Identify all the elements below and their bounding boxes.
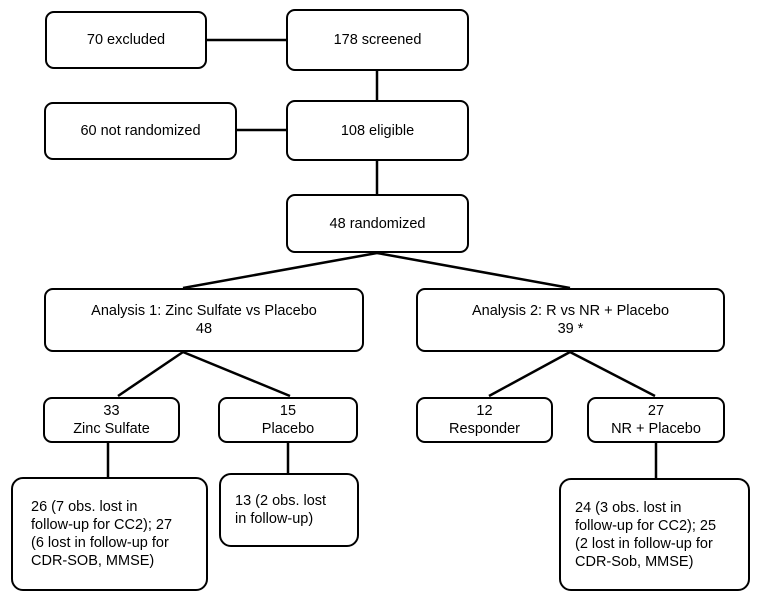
not-randomized-text: 60 not randomized (80, 123, 201, 139)
responder-count: 12 (476, 403, 493, 419)
zinc-sulfate-count: 33 (103, 403, 120, 419)
analysis1-box: Analysis 1: Zinc Sulfate vs Placebo 48 (44, 288, 364, 352)
placebo-followup-line: in follow-up) (235, 511, 314, 527)
randomized-text: 48 randomized (329, 215, 426, 232)
placebo-label: Placebo (261, 421, 315, 437)
nr-placebo-count: 27 (647, 403, 665, 419)
nr-followup-line: 24 (3 obs. lost in (575, 499, 682, 516)
zinc-followup-line: (6 lost in follow-up for (31, 535, 169, 551)
analysis2-count: 39 * (557, 321, 584, 337)
excluded-box: 70 excluded (45, 11, 207, 69)
analysis1-count: 48 (195, 321, 213, 337)
placebo-box: 15 Placebo (218, 397, 358, 443)
nr-placebo-box: 27 NR + Placebo (587, 397, 725, 443)
connector-analysis1-zinc (117, 350, 184, 398)
zinc-followup-box: 26 (7 obs. lost in follow-up for CC2); 2… (11, 477, 208, 591)
placebo-count: 15 (279, 403, 297, 419)
connector-randomized-analysis2 (376, 251, 571, 290)
nr-placebo-label: NR + Placebo (611, 421, 701, 437)
responder-box: 12 Responder (416, 397, 553, 443)
placebo-followup-box: 13 (2 obs. lost in follow-up) (219, 473, 359, 547)
nr-followup-line: (2 lost in follow-up for (575, 535, 713, 552)
nr-followup-box: 24 (3 obs. lost in follow-up for CC2); 2… (559, 478, 750, 591)
analysis2-title: Analysis 2: R vs NR + Placebo (471, 303, 670, 319)
eligible-text: 108 eligible (340, 122, 415, 139)
nr-followup-line: CDR-Sob, MMSE) (575, 553, 694, 570)
zinc-followup-line: CDR-SOB, MMSE) (31, 553, 155, 569)
screened-text: 178 screened (333, 32, 422, 48)
zinc-sulfate-box: 33 Zinc Sulfate (43, 397, 180, 443)
nr-followup-line: follow-up for CC2); 25 (575, 517, 717, 534)
not-randomized-box: 60 not randomized (44, 102, 237, 160)
analysis1-title: Analysis 1: Zinc Sulfate vs Placebo (91, 303, 317, 319)
eligible-box: 108 eligible (286, 100, 469, 161)
responder-label: Responder (449, 421, 520, 437)
connector-analysis2-responder (488, 350, 571, 398)
zinc-followup-line: follow-up for CC2); 27 (31, 517, 173, 533)
placebo-followup-line: 13 (2 obs. lost (235, 493, 327, 509)
zinc-followup-line: 26 (7 obs. lost in (31, 499, 138, 515)
randomized-box: 48 randomized (286, 194, 469, 253)
zinc-sulfate-label: Zinc Sulfate (73, 421, 150, 437)
connector-randomized-analysis1 (182, 251, 378, 290)
connector-analysis1-placebo (182, 350, 291, 398)
analysis2-box: Analysis 2: R vs NR + Placebo 39 * (416, 288, 725, 352)
screened-box: 178 screened (286, 9, 469, 71)
excluded-text: 70 excluded (86, 32, 166, 48)
connector-analysis2-nrplacebo (569, 350, 656, 398)
